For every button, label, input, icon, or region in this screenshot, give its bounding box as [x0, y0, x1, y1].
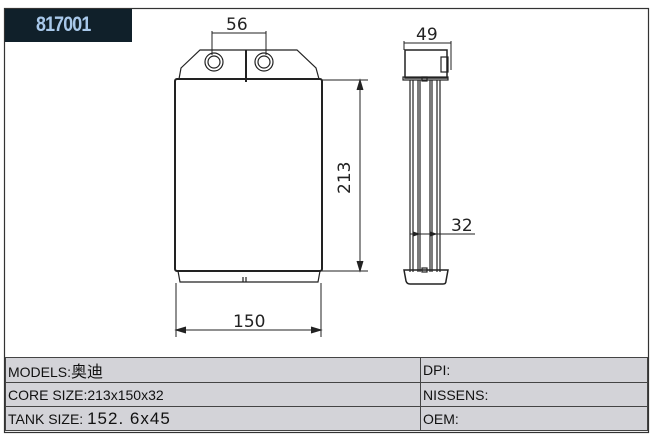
dimension-label: 49	[416, 25, 438, 45]
spec-table: MODELS:奥迪 DPI: CORE SIZE:213x150x32 NISS…	[5, 357, 648, 431]
table-row: MODELS:奥迪 DPI:	[5, 357, 648, 383]
oem-label: OEM:	[423, 410, 459, 427]
nissens-label: NISSENS:	[423, 386, 489, 403]
bottom-tank	[177, 270, 321, 283]
table-row: TANK SIZE: 152. 6x45 OEM:	[5, 406, 648, 431]
core-size-label: CORE SIZE:	[8, 386, 88, 403]
tank-size-cell: TANK SIZE: 152. 6x45	[5, 406, 421, 431]
sheet-frame	[3, 7, 650, 434]
dimension-core-depth	[410, 231, 475, 237]
inlet-pipe	[204, 52, 224, 72]
models-label: MODELS:	[8, 364, 72, 380]
core-size-cell: CORE SIZE:213x150x32	[5, 382, 421, 407]
dimension-width	[174, 283, 323, 337]
core-size-value: 213x150x32	[87, 386, 164, 403]
dimension-label: 213	[335, 162, 355, 194]
dimension-label: 150	[233, 312, 265, 332]
table-row: CORE SIZE:213x150x32 NISSENS:	[5, 382, 648, 407]
dpi-cell: DPI:	[420, 357, 648, 383]
dimension-label: 56	[226, 15, 248, 35]
models-value: 奥迪	[71, 364, 104, 381]
outlet-pipe	[254, 52, 274, 72]
models-cell: MODELS:奥迪	[5, 357, 421, 383]
dimension-pipe-spacing	[211, 31, 267, 55]
nissens-cell: NISSENS:	[420, 382, 648, 407]
top-tank	[178, 49, 320, 80]
dimension-tank-depth	[403, 41, 452, 70]
part-number-badge: 817001	[5, 9, 132, 42]
core	[174, 78, 323, 272]
part-number: 817001	[36, 13, 91, 36]
front-view	[174, 49, 323, 283]
tank-size-label: TANK SIZE:	[8, 410, 84, 427]
dpi-label: DPI:	[423, 362, 451, 378]
oem-cell: OEM:	[420, 406, 648, 431]
dimension-label: 32	[451, 216, 473, 236]
side-view	[402, 49, 449, 285]
tank-size-value: 152. 6x45	[87, 408, 171, 428]
dimension-height	[322, 78, 368, 273]
